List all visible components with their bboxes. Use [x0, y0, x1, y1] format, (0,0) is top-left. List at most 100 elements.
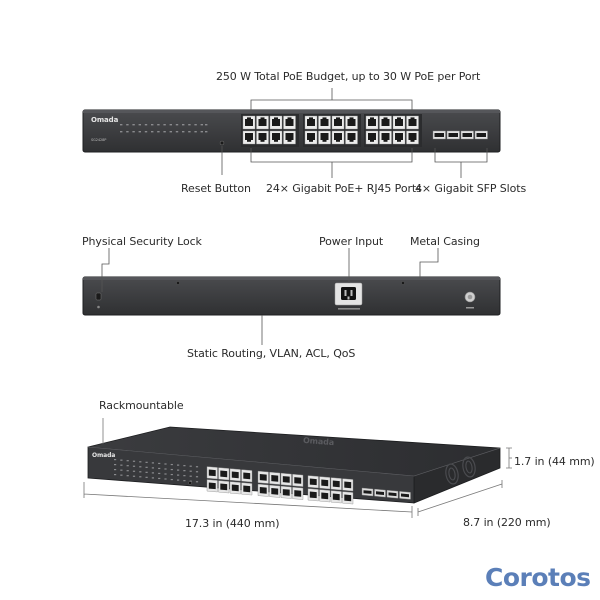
- iso-view-switch: [87, 426, 501, 505]
- front-sfp-slots: [432, 130, 488, 140]
- iso-status-leds: [114, 459, 199, 483]
- iso-led: [177, 469, 180, 471]
- iso-led: [183, 470, 186, 472]
- corotos-watermark: Corotos: [485, 563, 591, 592]
- iso-led: [139, 471, 142, 473]
- front-model-text: SG2428P: [91, 138, 107, 142]
- iso-led: [139, 461, 142, 463]
- front-led: [175, 124, 179, 126]
- rear-view-switch: [82, 276, 501, 316]
- power-input-label: Power Input: [319, 235, 384, 248]
- front-led: [182, 131, 185, 133]
- iso-led: [126, 460, 129, 462]
- front-led: [188, 124, 191, 126]
- iso-led: [151, 472, 154, 474]
- iso-led: [189, 470, 192, 472]
- iso-led: [114, 464, 117, 466]
- iso-led: [170, 468, 173, 471]
- iso-led: [151, 477, 154, 479]
- iso-led: [145, 461, 148, 463]
- iso-led: [183, 465, 186, 467]
- iso-led: [189, 475, 192, 477]
- iso-led: [158, 467, 161, 470]
- iso-led: [183, 475, 186, 477]
- front-led: [205, 131, 208, 133]
- front-led: [132, 131, 135, 133]
- front-leader-lines: [221, 88, 488, 178]
- iso-led: [189, 465, 192, 467]
- iso-led: [132, 475, 136, 477]
- iso-led: [151, 467, 154, 469]
- iso-led: [120, 464, 123, 466]
- reset-button-label: Reset Button: [181, 182, 251, 195]
- iso-led: [114, 474, 117, 476]
- height-dimension-label: 1.7 in (44 mm): [514, 455, 595, 468]
- front-led: [175, 131, 179, 133]
- iso-led: [195, 466, 199, 468]
- iso-led: [164, 478, 167, 480]
- front-brand-logo: Omada: [91, 116, 119, 124]
- front-led: [120, 124, 123, 126]
- iso-led: [177, 464, 180, 466]
- iso-led: [139, 466, 142, 468]
- front-led: [157, 131, 160, 133]
- iso-led: [189, 480, 192, 482]
- front-led: [151, 131, 154, 133]
- iso-led: [195, 476, 199, 478]
- iso-led: [132, 460, 136, 462]
- iso-led: [120, 474, 123, 476]
- iso-led: [114, 459, 117, 461]
- front-led: [205, 124, 208, 126]
- iso-led: [132, 465, 136, 467]
- front-led: [200, 131, 203, 133]
- iso-dimension-lines: [83, 418, 512, 518]
- depth-dimension-label: 8.7 in (220 mm): [463, 516, 551, 529]
- iso-led: [195, 471, 199, 473]
- iso-led: [158, 462, 161, 465]
- front-led: [138, 131, 141, 133]
- iso-brand-logo: Omada: [92, 452, 116, 459]
- iso-led: [183, 480, 186, 482]
- front-rj45-ports: [241, 114, 422, 147]
- rear-leader-lines: [101, 248, 439, 345]
- front-led: [169, 124, 172, 126]
- iso-led: [114, 469, 117, 471]
- front-led: [200, 124, 203, 126]
- ground-screw: [464, 291, 476, 309]
- iso-led: [170, 473, 173, 476]
- iso-led: [164, 468, 167, 470]
- iso-led: [164, 473, 167, 475]
- front-led: [163, 124, 166, 126]
- front-led: [163, 131, 166, 133]
- front-status-leds: [120, 124, 208, 133]
- iso-led: [158, 477, 161, 480]
- width-dimension-label: 17.3 in (440 mm): [185, 517, 280, 530]
- features-label: Static Routing, VLAN, ACL, QoS: [187, 347, 356, 360]
- front-led: [188, 131, 191, 133]
- front-led: [138, 124, 141, 126]
- front-led: [194, 124, 197, 126]
- iso-led: [126, 475, 129, 477]
- iso-led: [170, 463, 173, 466]
- iso-led: [145, 471, 148, 473]
- iso-led: [126, 470, 129, 472]
- iso-led: [145, 476, 148, 478]
- front-led: [144, 131, 148, 133]
- iso-led: [139, 476, 142, 478]
- iso-led: [126, 465, 129, 467]
- front-led: [144, 124, 148, 126]
- security-lock-label: Physical Security Lock: [82, 235, 202, 248]
- front-led: [126, 124, 129, 126]
- rackmountable-label: Rackmountable: [99, 399, 184, 412]
- iso-led: [145, 466, 148, 468]
- iso-led: [120, 469, 123, 471]
- iso-led: [132, 470, 136, 472]
- iso-led: [177, 479, 180, 481]
- iso-led: [170, 478, 173, 481]
- iso-led: [158, 472, 161, 475]
- iso-led: [120, 459, 123, 461]
- front-led: [132, 124, 135, 126]
- reset-button-hole: [219, 140, 225, 146]
